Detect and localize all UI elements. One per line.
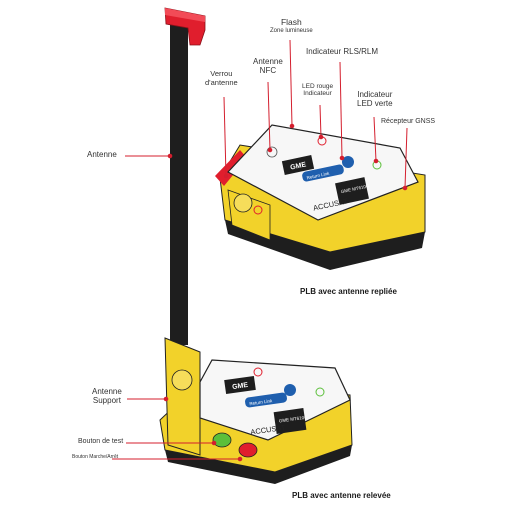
label-verrou-line1: Verrou — [210, 69, 233, 78]
leader-rls — [339, 61, 343, 159]
leader-gnss-dot — [402, 185, 408, 191]
raised-badge-text: GME MT610G — [279, 414, 309, 423]
plb-folded: GME Return Link ACCUSAT GME MT610G — [215, 124, 426, 270]
label-support: Antenne Support — [92, 387, 122, 405]
antenna-tip-highlight — [165, 8, 205, 22]
leader-led-verte — [373, 116, 377, 162]
leader-rls-dot — [339, 155, 345, 161]
caption-folded: PLB avec antenne repliée — [300, 287, 397, 296]
leader-support-dot — [163, 396, 169, 402]
raised-green-led — [315, 387, 325, 397]
folded-return-link — [302, 164, 344, 182]
folded-gnss-window — [335, 177, 369, 205]
label-flash-sub: Zone lumineuse — [270, 27, 313, 34]
leader-gnss — [404, 127, 408, 189]
leader-led-rouge — [319, 104, 322, 138]
label-led-verte: Indicateur LED verte — [357, 90, 393, 108]
label-test: Bouton de test — [78, 438, 124, 445]
leader-verrou-dot — [223, 173, 229, 179]
label-nfc-line2: NFC — [259, 66, 277, 76]
leader-verrou — [223, 96, 227, 177]
label-flash-title: Flash — [280, 17, 302, 27]
folded-return-text: Return Link — [306, 171, 330, 181]
label-verrou-line2: d'antenne — [205, 77, 238, 87]
label-nfc: Antenne NFC — [253, 57, 283, 75]
label-support-line2: Support — [92, 396, 121, 406]
folded-blue-dot — [342, 156, 354, 168]
raised-base — [165, 445, 352, 484]
label-nfc-line1: Antenne — [253, 57, 283, 66]
label-rls: Indicateur RLS/RLM — [306, 47, 379, 56]
folded-brand-badge — [281, 155, 315, 175]
leader-led-verte-dot — [373, 158, 379, 164]
raised-blue-dot — [284, 384, 296, 396]
leader-lines — [112, 39, 408, 462]
raised-red-led — [253, 367, 263, 377]
raised-return-link — [245, 392, 287, 408]
label-antenne: Antenne — [87, 150, 117, 159]
raised-return-text: Return Link — [249, 398, 273, 406]
folded-power-icon — [253, 205, 263, 215]
label-support-line1: Antenne — [92, 387, 122, 396]
leader-flash — [289, 39, 293, 127]
raised-brand-text: GME — [232, 382, 249, 391]
antenna-shaft — [170, 25, 188, 345]
label-led-rouge: LED rouge Indicateur — [302, 83, 333, 98]
leader-nfc-dot — [267, 147, 273, 153]
leader-antenne-dot — [167, 153, 173, 159]
plb-raised: GME Return Link ACCUSAT GME MT610G — [159, 337, 353, 484]
label-led-rouge-line2: Indicateur — [303, 90, 332, 98]
power-button — [238, 442, 258, 458]
raised-gnss-window — [273, 408, 307, 434]
caption-raised: PLB avec antenne relevée — [292, 491, 391, 500]
antenna-support — [164, 337, 201, 456]
leader-nfc — [267, 81, 271, 151]
leader-flash-dot — [289, 123, 295, 129]
label-gnss: Récepteur GNSS — [381, 118, 436, 125]
raised-brand-badge — [224, 375, 256, 395]
label-led-verte-line1: Indicateur — [357, 90, 393, 99]
folded-brand-text: GME — [290, 161, 307, 171]
test-button — [212, 432, 232, 448]
label-flash: Flash Zone lumineuse — [270, 17, 313, 35]
leader-power-dot — [237, 456, 243, 462]
folded-clip-knob — [233, 193, 253, 213]
antenna — [164, 7, 206, 345]
folded-badge-text: GME MT610G — [340, 183, 370, 194]
label-verrou: Verrou d'antenne — [205, 69, 238, 87]
label-led-rouge-line1: LED rouge — [302, 83, 334, 90]
folded-base — [225, 220, 425, 270]
support-knob — [171, 369, 193, 391]
label-power: Bouton Marche/Arrêt — [72, 454, 119, 460]
label-led-verte-line2: LED verte — [357, 99, 393, 109]
folded-nfc-mark — [266, 146, 278, 158]
leader-led-rouge-dot — [318, 134, 324, 140]
leader-test-dot — [211, 440, 217, 446]
